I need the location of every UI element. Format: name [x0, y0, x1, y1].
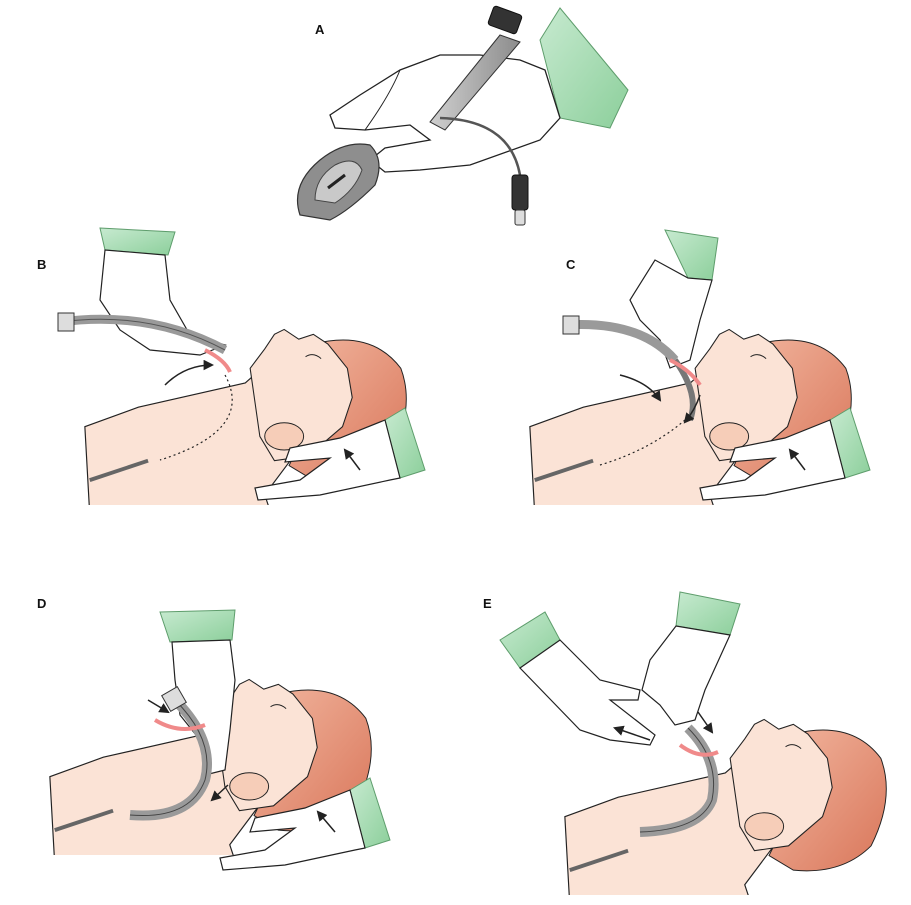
sleeve-icon — [159, 609, 236, 643]
arrow-icon — [316, 810, 336, 833]
panel-c-illustration — [527, 229, 871, 505]
lma-tube — [564, 319, 679, 364]
gloved-hand-icon — [254, 419, 401, 501]
arrow-icon — [697, 711, 714, 734]
panel-label-a: A — [315, 22, 325, 37]
gloved-hand-icon — [219, 789, 366, 871]
arrow-icon — [788, 448, 806, 471]
lma-connector — [487, 5, 523, 35]
panel-label-e: E — [483, 596, 492, 611]
patient-head-icon — [562, 717, 889, 895]
pilot-line — [439, 116, 522, 176]
panel-label-c: C — [566, 257, 576, 272]
lma-shaft — [429, 34, 521, 131]
arrow-icon — [147, 699, 170, 714]
gloved-hand-icon — [699, 419, 846, 501]
arrow-icon — [164, 359, 215, 386]
panel-label-d: D — [37, 596, 47, 611]
panel-a-illustration — [296, 5, 629, 226]
gloved-hand-icon — [641, 625, 731, 726]
panel-label-b: B — [37, 257, 47, 272]
panel-d-illustration — [47, 609, 391, 871]
gloved-hand-icon — [519, 639, 656, 746]
sleeve-icon — [99, 227, 176, 256]
arrow-icon — [343, 448, 361, 471]
pilot-balloon — [511, 174, 529, 211]
panel-e-illustration — [499, 591, 889, 895]
arrow-icon — [619, 374, 662, 402]
sleeve-icon — [539, 7, 629, 129]
panel-b-illustration — [57, 227, 426, 505]
arrow-icon — [210, 784, 229, 802]
arrow-icon — [683, 394, 701, 424]
patient-head-icon — [82, 327, 409, 505]
arrow-icon — [613, 725, 651, 741]
